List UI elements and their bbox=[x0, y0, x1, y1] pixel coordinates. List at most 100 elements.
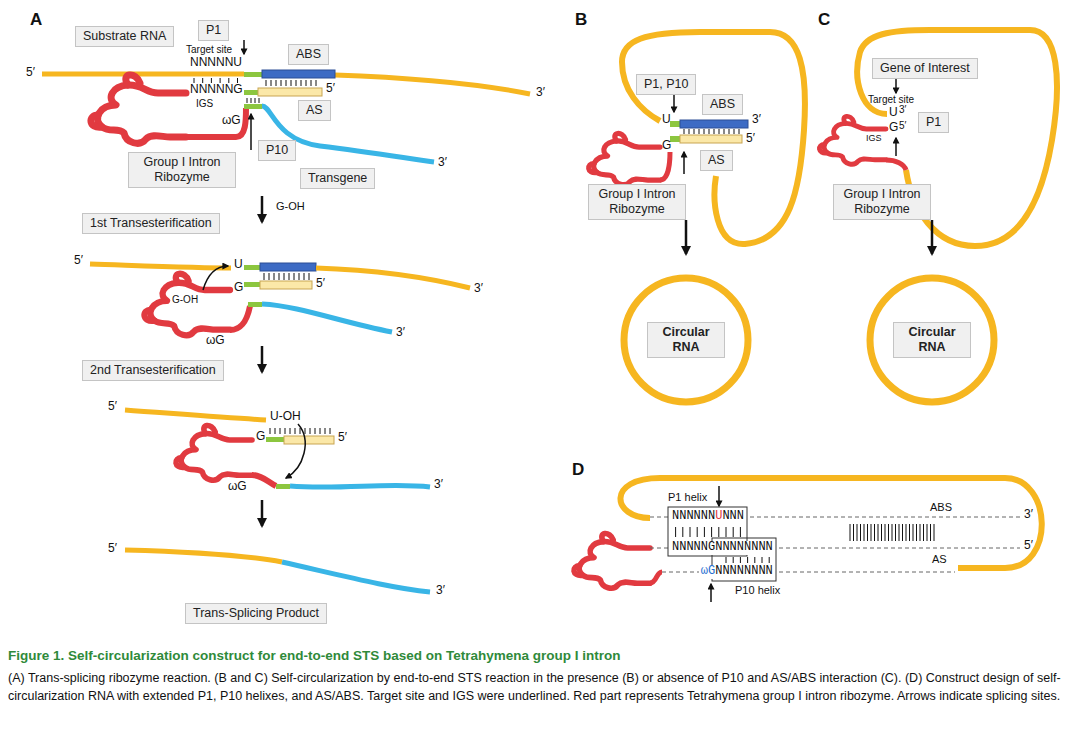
nucleotide-label: G bbox=[234, 281, 243, 295]
substrate-rna bbox=[90, 264, 231, 268]
site-label: ABS bbox=[930, 501, 952, 514]
sequence-label: NNN bbox=[722, 510, 744, 524]
base-pair-tick bbox=[289, 273, 290, 280]
box-text: Group I Intron Ribozyme bbox=[841, 187, 923, 217]
base-pair-tick bbox=[927, 524, 928, 541]
base-pair-tick bbox=[871, 524, 872, 541]
label-box: P10 bbox=[258, 140, 296, 161]
panel-c bbox=[819, 30, 1057, 402]
splice-arrow bbox=[243, 40, 245, 54]
stage-two bbox=[90, 263, 470, 372]
group-label: G-OH bbox=[276, 200, 305, 213]
base-pair-tick bbox=[930, 524, 931, 541]
splice-arrow bbox=[710, 584, 712, 602]
end-label: 5′ bbox=[108, 400, 117, 414]
label-box: AS bbox=[700, 150, 733, 171]
ribozyme bbox=[574, 534, 650, 589]
substrate-rna bbox=[42, 72, 244, 77]
step-box: 2nd Transesterification bbox=[82, 360, 224, 381]
group-label: G-OH bbox=[172, 294, 198, 306]
splice-arrow bbox=[683, 152, 685, 174]
base-pair-tick bbox=[892, 524, 893, 541]
base-pair-tick bbox=[330, 428, 331, 434]
label-box: Group I Intron Ribozyme bbox=[588, 184, 686, 220]
label-box: Group I Intron Ribozyme bbox=[128, 152, 236, 188]
base-pair-tick bbox=[305, 428, 306, 434]
base-pair-tick bbox=[286, 80, 287, 86]
sequence-label: NNNNNG bbox=[190, 83, 243, 97]
base-pair-tick bbox=[675, 527, 676, 537]
base-pair-tick bbox=[906, 524, 907, 541]
base-pair-tick bbox=[754, 557, 755, 563]
box-text: Gene of Interest bbox=[880, 61, 970, 76]
box-text: Circular RNA bbox=[901, 325, 963, 355]
box-text: Transgene bbox=[308, 171, 367, 186]
ribozyme-strand bbox=[252, 475, 276, 486]
base-pair-tick bbox=[255, 98, 256, 103]
pairing-segment bbox=[244, 90, 258, 95]
nucleotide-label: G bbox=[889, 121, 898, 135]
base-pair-tick bbox=[881, 524, 882, 541]
box-text: AS bbox=[708, 153, 725, 168]
abs-bar bbox=[260, 263, 316, 271]
base-pair-tick bbox=[709, 129, 710, 134]
base-pair-tick bbox=[264, 273, 265, 280]
base-pair-tick bbox=[274, 273, 275, 280]
label-box: AS bbox=[298, 100, 331, 121]
base-pair-tick bbox=[853, 524, 854, 541]
transgene bbox=[262, 106, 434, 162]
base-pair-tick bbox=[739, 129, 740, 134]
end-label: 5′ bbox=[316, 277, 325, 291]
base-pair-tick bbox=[699, 129, 700, 134]
base-pair-tick bbox=[697, 527, 698, 537]
end-label: 5′ bbox=[108, 542, 117, 556]
panel-b bbox=[589, 32, 805, 402]
ribozyme bbox=[589, 133, 660, 184]
stage-three bbox=[125, 410, 430, 526]
nucleotide-label: U bbox=[715, 510, 722, 524]
box-text: P1, P10 bbox=[644, 77, 688, 92]
nucleotide-label: ωG bbox=[228, 480, 247, 494]
ribozyme bbox=[819, 116, 886, 164]
sequence-label: NNNNNU bbox=[190, 56, 242, 70]
base-pair-tick bbox=[711, 527, 712, 537]
dashed-strand bbox=[650, 517, 1020, 572]
ribozyme-strand bbox=[650, 572, 662, 583]
base-pair-tick bbox=[325, 428, 326, 434]
step-arrow bbox=[685, 220, 688, 254]
base-pair-tick bbox=[316, 80, 317, 86]
base-pair-tick bbox=[269, 273, 270, 280]
as-bar bbox=[260, 281, 312, 289]
step-arrow bbox=[261, 196, 264, 222]
panel-letter: C bbox=[818, 10, 830, 30]
base-pair-tick bbox=[281, 80, 282, 86]
base-pair-tick bbox=[895, 524, 896, 541]
helix-label: P1 helix bbox=[668, 491, 707, 504]
step-arrow bbox=[261, 346, 264, 372]
base-pair-tick bbox=[913, 524, 914, 541]
as-bar bbox=[284, 436, 334, 444]
base-pair-tick bbox=[310, 428, 311, 434]
base-pair-tick bbox=[724, 129, 725, 134]
base-pair-tick bbox=[259, 98, 260, 103]
nucleotide-label: ωG bbox=[206, 334, 225, 348]
attack-arrow bbox=[203, 266, 228, 290]
abs-bar bbox=[680, 120, 748, 128]
transgene bbox=[282, 562, 430, 592]
end-label: 3′ bbox=[474, 282, 483, 296]
step-arrow bbox=[931, 220, 934, 254]
pairing-segment bbox=[670, 121, 680, 127]
base-pair-tick bbox=[306, 80, 307, 86]
base-pair-tick bbox=[315, 428, 316, 434]
base-pair-tick bbox=[285, 428, 286, 434]
site-label: IGS bbox=[866, 133, 882, 143]
substrate-rna bbox=[316, 268, 470, 288]
label-box: P1 bbox=[198, 20, 229, 41]
stage-one bbox=[42, 40, 530, 222]
base-pair-tick bbox=[296, 80, 297, 86]
box-text: Circular RNA bbox=[655, 325, 717, 355]
base-pair-tick bbox=[290, 428, 291, 434]
base-pair-tick bbox=[934, 524, 935, 541]
substrate-rna bbox=[335, 75, 530, 94]
